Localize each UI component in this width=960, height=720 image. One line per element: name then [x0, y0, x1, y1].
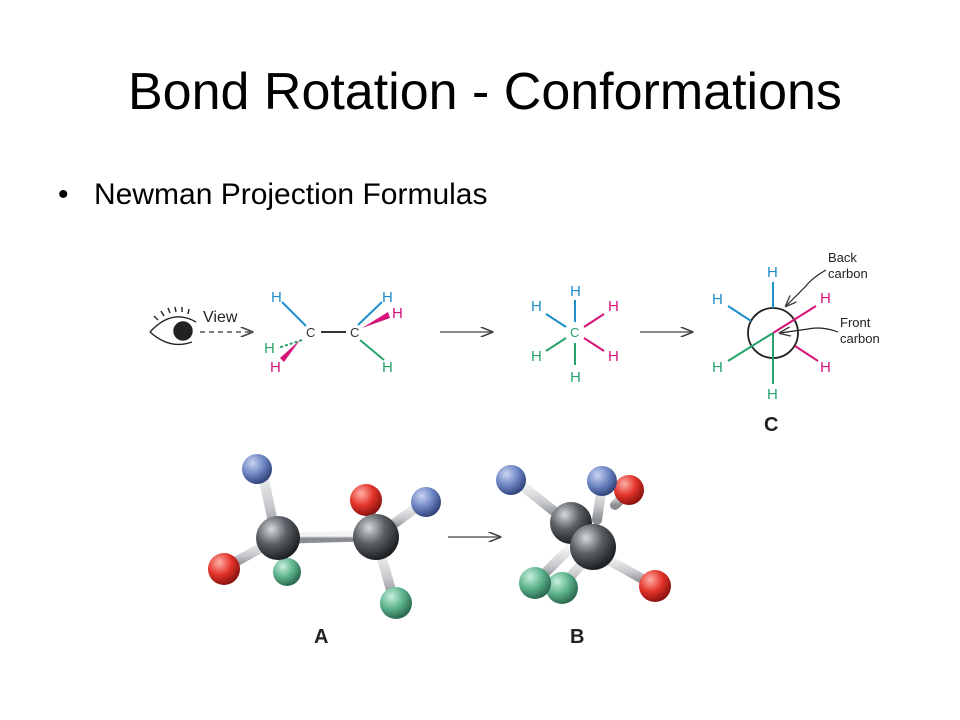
front-carbon-label-line1: Front [840, 315, 871, 330]
atom-carbon: C [350, 325, 359, 340]
bullet-item: • Newman Projection Formulas [58, 178, 487, 212]
panel-label-a: A [314, 626, 328, 648]
atom-hydrogen: H [712, 291, 723, 308]
eye-icon [149, 306, 197, 346]
atom-hydrogen: H [382, 359, 393, 376]
slide-title: Bond Rotation - Conformations [128, 63, 842, 121]
atom-sphere-red [614, 475, 644, 505]
atom-sphere-red [350, 484, 382, 516]
atom-hydrogen: H [608, 298, 619, 315]
back-carbon-label-line1: Back [828, 250, 857, 265]
ball-stick-model-b: B [496, 465, 671, 648]
atom-hydrogen: H [531, 298, 542, 315]
atom-hydrogen: H [820, 290, 831, 307]
atom-sphere-green [519, 567, 551, 599]
atom-hydrogen: H [820, 359, 831, 376]
atom-sphere-green [380, 587, 412, 619]
atom-carbon: C [570, 325, 579, 340]
atom-sphere-blue [587, 466, 617, 496]
atom-hydrogen: H [382, 289, 393, 306]
front-carbon-pointer [780, 328, 839, 333]
panel-label-b: B [570, 626, 584, 648]
back-carbon-pointer [786, 269, 827, 306]
view-label: View [203, 309, 238, 326]
atom-hydrogen: H [264, 340, 275, 357]
atom-hydrogen: H [392, 305, 403, 322]
back-carbon-label-line2: carbon [828, 266, 868, 281]
end-on-formula: C H H H H H H [531, 283, 619, 386]
atom-sphere-blue [496, 465, 526, 495]
atom-hydrogen: H [531, 348, 542, 365]
atom-hydrogen: H [570, 283, 581, 300]
atom-sphere-blue [242, 454, 272, 484]
atom-hydrogen: H [712, 359, 723, 376]
atom-sphere-red [208, 553, 240, 585]
atom-hydrogen: H [608, 348, 619, 365]
atom-sphere-carbon [570, 524, 616, 570]
atom-sphere-green [546, 572, 578, 604]
atom-hydrogen: H [767, 386, 778, 403]
atom-hydrogen: H [271, 289, 282, 306]
atom-sphere-carbon [256, 516, 300, 560]
atom-sphere-red [639, 570, 671, 602]
ball-stick-model-a: A [208, 454, 441, 648]
atom-sphere-carbon [353, 514, 399, 560]
newman-projection: H H H H H H Back carbon Front carbon C [712, 250, 880, 436]
sawhorse-formula: C C H H H H H H [264, 289, 403, 376]
atom-sphere-green [273, 558, 301, 586]
atom-hydrogen: H [767, 264, 778, 281]
front-carbon-label-line2: carbon [840, 331, 880, 346]
panel-label-c: C [764, 414, 778, 436]
atom-hydrogen: H [270, 359, 281, 376]
atom-hydrogen: H [570, 369, 581, 386]
bullet-text: Newman Projection Formulas [94, 178, 488, 211]
atom-carbon: C [306, 325, 315, 340]
bullet-dot: • [58, 178, 69, 211]
atom-sphere-blue [411, 487, 441, 517]
